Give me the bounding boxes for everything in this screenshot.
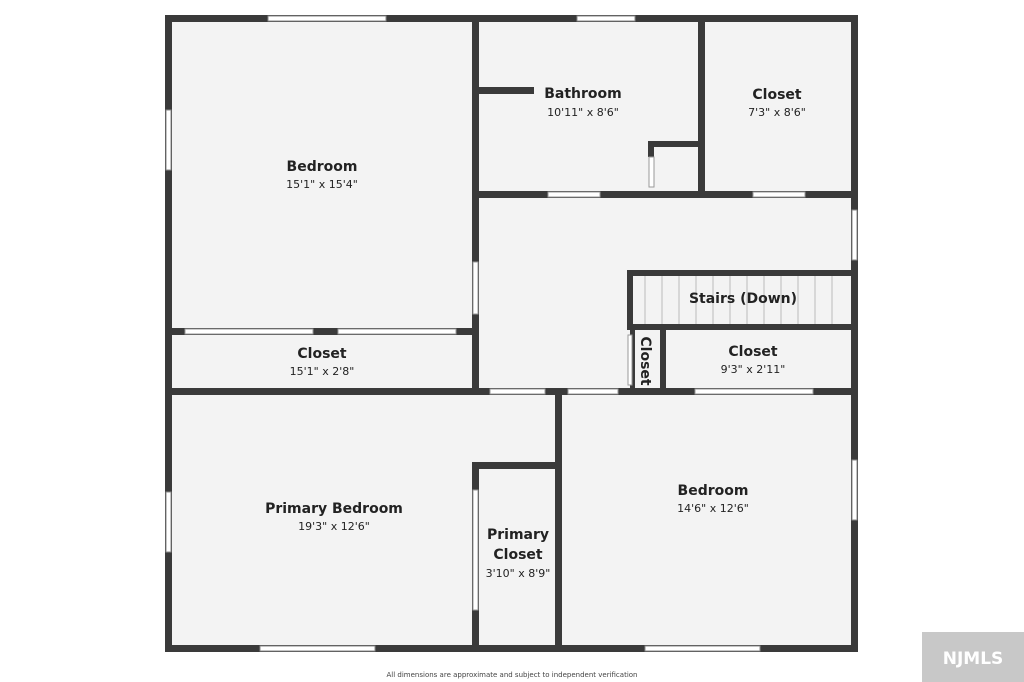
- room-name-closet-bedroom: Closet: [297, 346, 347, 362]
- room-dim-closet-bedroom: 15'1" x 2'8": [290, 365, 355, 378]
- room-dim-bathroom: 10'11" x 8'6": [547, 106, 619, 119]
- stairs: [644, 276, 833, 326]
- door-openings: [184, 156, 814, 611]
- room-dim-primary-closet: 3'10" x 8'9": [486, 567, 551, 580]
- room-name-stairs: Stairs (Down): [689, 291, 797, 307]
- room-name-closet-right: Closet: [728, 344, 778, 360]
- windows: [165, 15, 858, 652]
- room-name-closet-top: Closet: [752, 87, 802, 103]
- disclaimer: All dimensions are approximate and subje…: [387, 671, 638, 679]
- room-name-primary-closet-line2: Closet: [493, 547, 543, 563]
- room-name-bathroom: Bathroom: [544, 86, 622, 102]
- room-dim-primary-bedroom: 19'3" x 12'6": [298, 520, 370, 533]
- room-name-bedroom-1: Bedroom: [287, 159, 358, 175]
- room-dim-closet-top: 7'3" x 8'6": [748, 106, 806, 119]
- room-name-primary-bedroom: Primary Bedroom: [265, 501, 403, 517]
- room-dim-bedroom-2: 14'6" x 12'6": [677, 502, 749, 515]
- logo-text: NJMLS: [943, 649, 1004, 669]
- room-name-primary-closet: Primary: [487, 527, 549, 543]
- room-dim-bedroom-1: 15'1" x 15'4": [286, 178, 358, 191]
- room-name-closet-small: Closet: [637, 336, 653, 386]
- room-dim-closet-right: 9'3" x 2'11": [721, 363, 786, 376]
- njmls-logo: NJMLS: [922, 632, 1024, 682]
- room-name-bedroom-2: Bedroom: [678, 483, 749, 499]
